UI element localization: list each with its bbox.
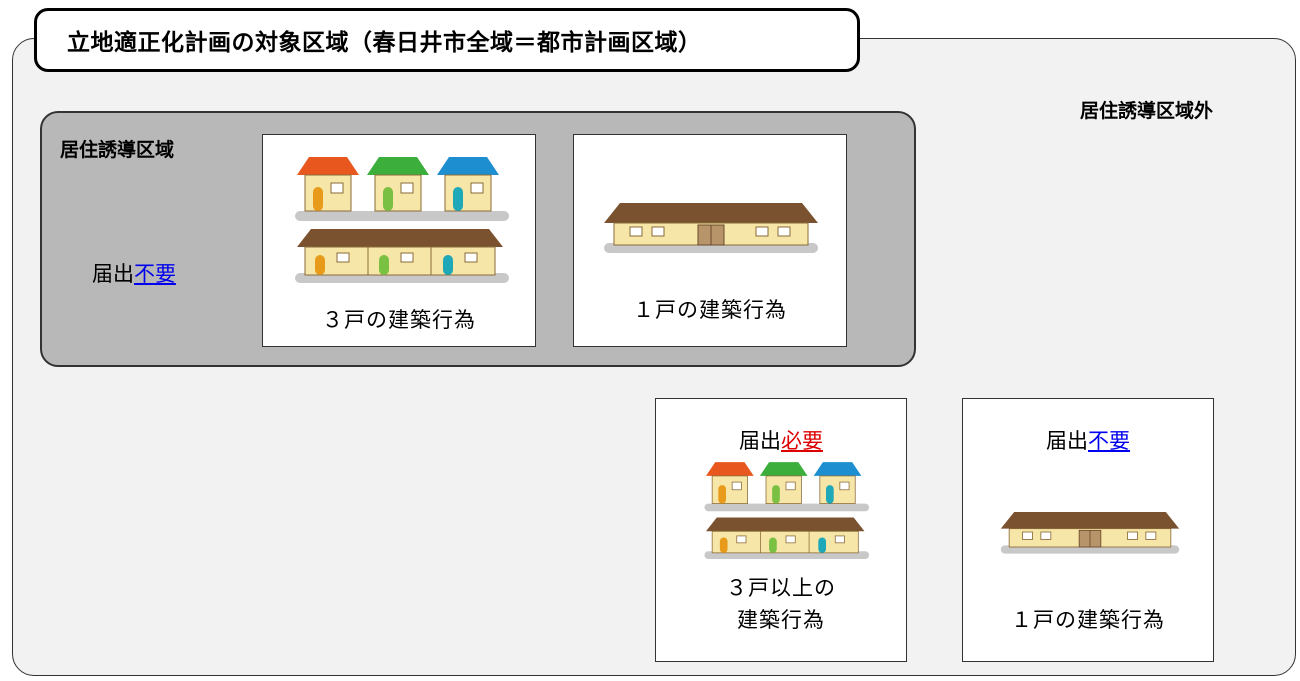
notice-status-not-required[interactable]: 不要 (134, 262, 176, 286)
detached-houses-icon (704, 462, 870, 559)
inside-zone-notice: 届出不要 (92, 258, 176, 288)
outside-zone-label: 居住誘導区域外 (1080, 100, 1214, 122)
outside-multi-notice: 届出必要 (656, 425, 906, 455)
single-long-house-icon (604, 203, 818, 253)
outside-single-house-card: 届出不要 １戸の建築行為 (962, 398, 1214, 662)
page-title: 立地適正化計画の対象区域（春日井市全域＝都市計画区域） (34, 8, 860, 72)
outside-multi-caption-line2: 建築行為 (737, 608, 825, 632)
inside-zone-label: 居住誘導区域 (60, 139, 175, 161)
outside-multi-house-card: 届出必要 ３戸以上の 建築行為 (655, 398, 907, 662)
title-text: 立地適正化計画の対象区域（春日井市全域＝都市計画区域） (67, 30, 702, 56)
detached-houses-icon (295, 157, 509, 283)
inside-multi-house-card: ３戸の建築行為 (262, 134, 536, 347)
notice-prefix: 届出 (739, 429, 781, 453)
inside-multi-caption: ３戸の建築行為 (322, 308, 476, 332)
notice-status-required[interactable]: 必要 (781, 429, 823, 453)
inside-single-house-card: １戸の建築行為 (573, 134, 847, 347)
notice-status-not-required[interactable]: 不要 (1088, 429, 1130, 453)
outside-single-notice: 届出不要 (963, 425, 1213, 455)
single-long-house-icon (1000, 512, 1180, 554)
notice-prefix: 届出 (1046, 429, 1088, 453)
notice-prefix: 届出 (92, 262, 134, 286)
outside-multi-caption-line1: ３戸以上の (726, 576, 836, 600)
outside-single-caption: １戸の建築行為 (1011, 608, 1165, 632)
inside-single-caption: １戸の建築行為 (633, 298, 787, 322)
